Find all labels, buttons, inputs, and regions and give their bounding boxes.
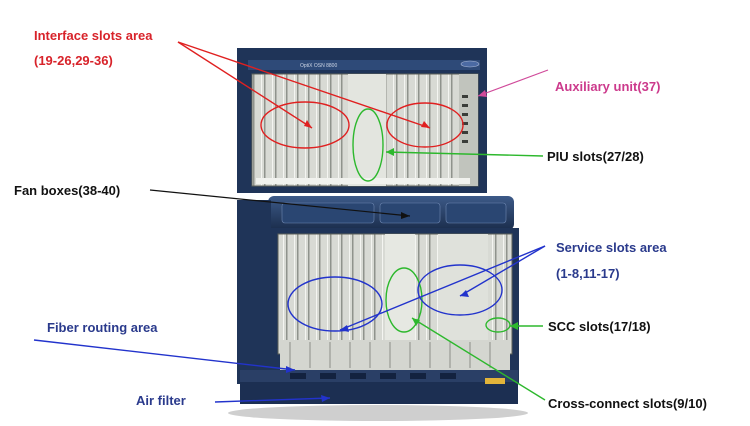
red-annotations [177,41,464,149]
fiber-routing-label: Fiber routing area [47,320,158,335]
air-filter-label: Air filter [136,393,186,408]
magenta-annotation [477,69,549,97]
fan-tray [268,196,514,230]
lower-subrack [237,200,519,384]
arrowheads [286,90,518,402]
service-slots-range: (1-8,11-17) [556,266,620,281]
scc-slots-label: SCC slots(17/18) [548,319,651,334]
upper-subrack: OptiX OSN 8800 [237,48,487,193]
interface-slots-label: Interface slots area [34,28,153,43]
service-slots-label: Service slots area [556,240,667,255]
fan-boxes-label: Fan boxes(38-40) [14,183,121,198]
piu-slots-label: PIU slots(27/28) [547,149,644,164]
device-brand: OptiX OSN 8800 [300,63,337,69]
cross-connect-label: Cross-connect slots(9/10) [548,396,707,411]
black-annotations [149,189,411,217]
blue-annotations [33,245,546,403]
air-filter-tray [240,370,518,404]
shelf-shadow [228,405,528,421]
auxiliary-unit-label: Auxiliary unit(37) [555,79,661,94]
interface-slots-range: (19-26,29-36) [34,53,113,68]
